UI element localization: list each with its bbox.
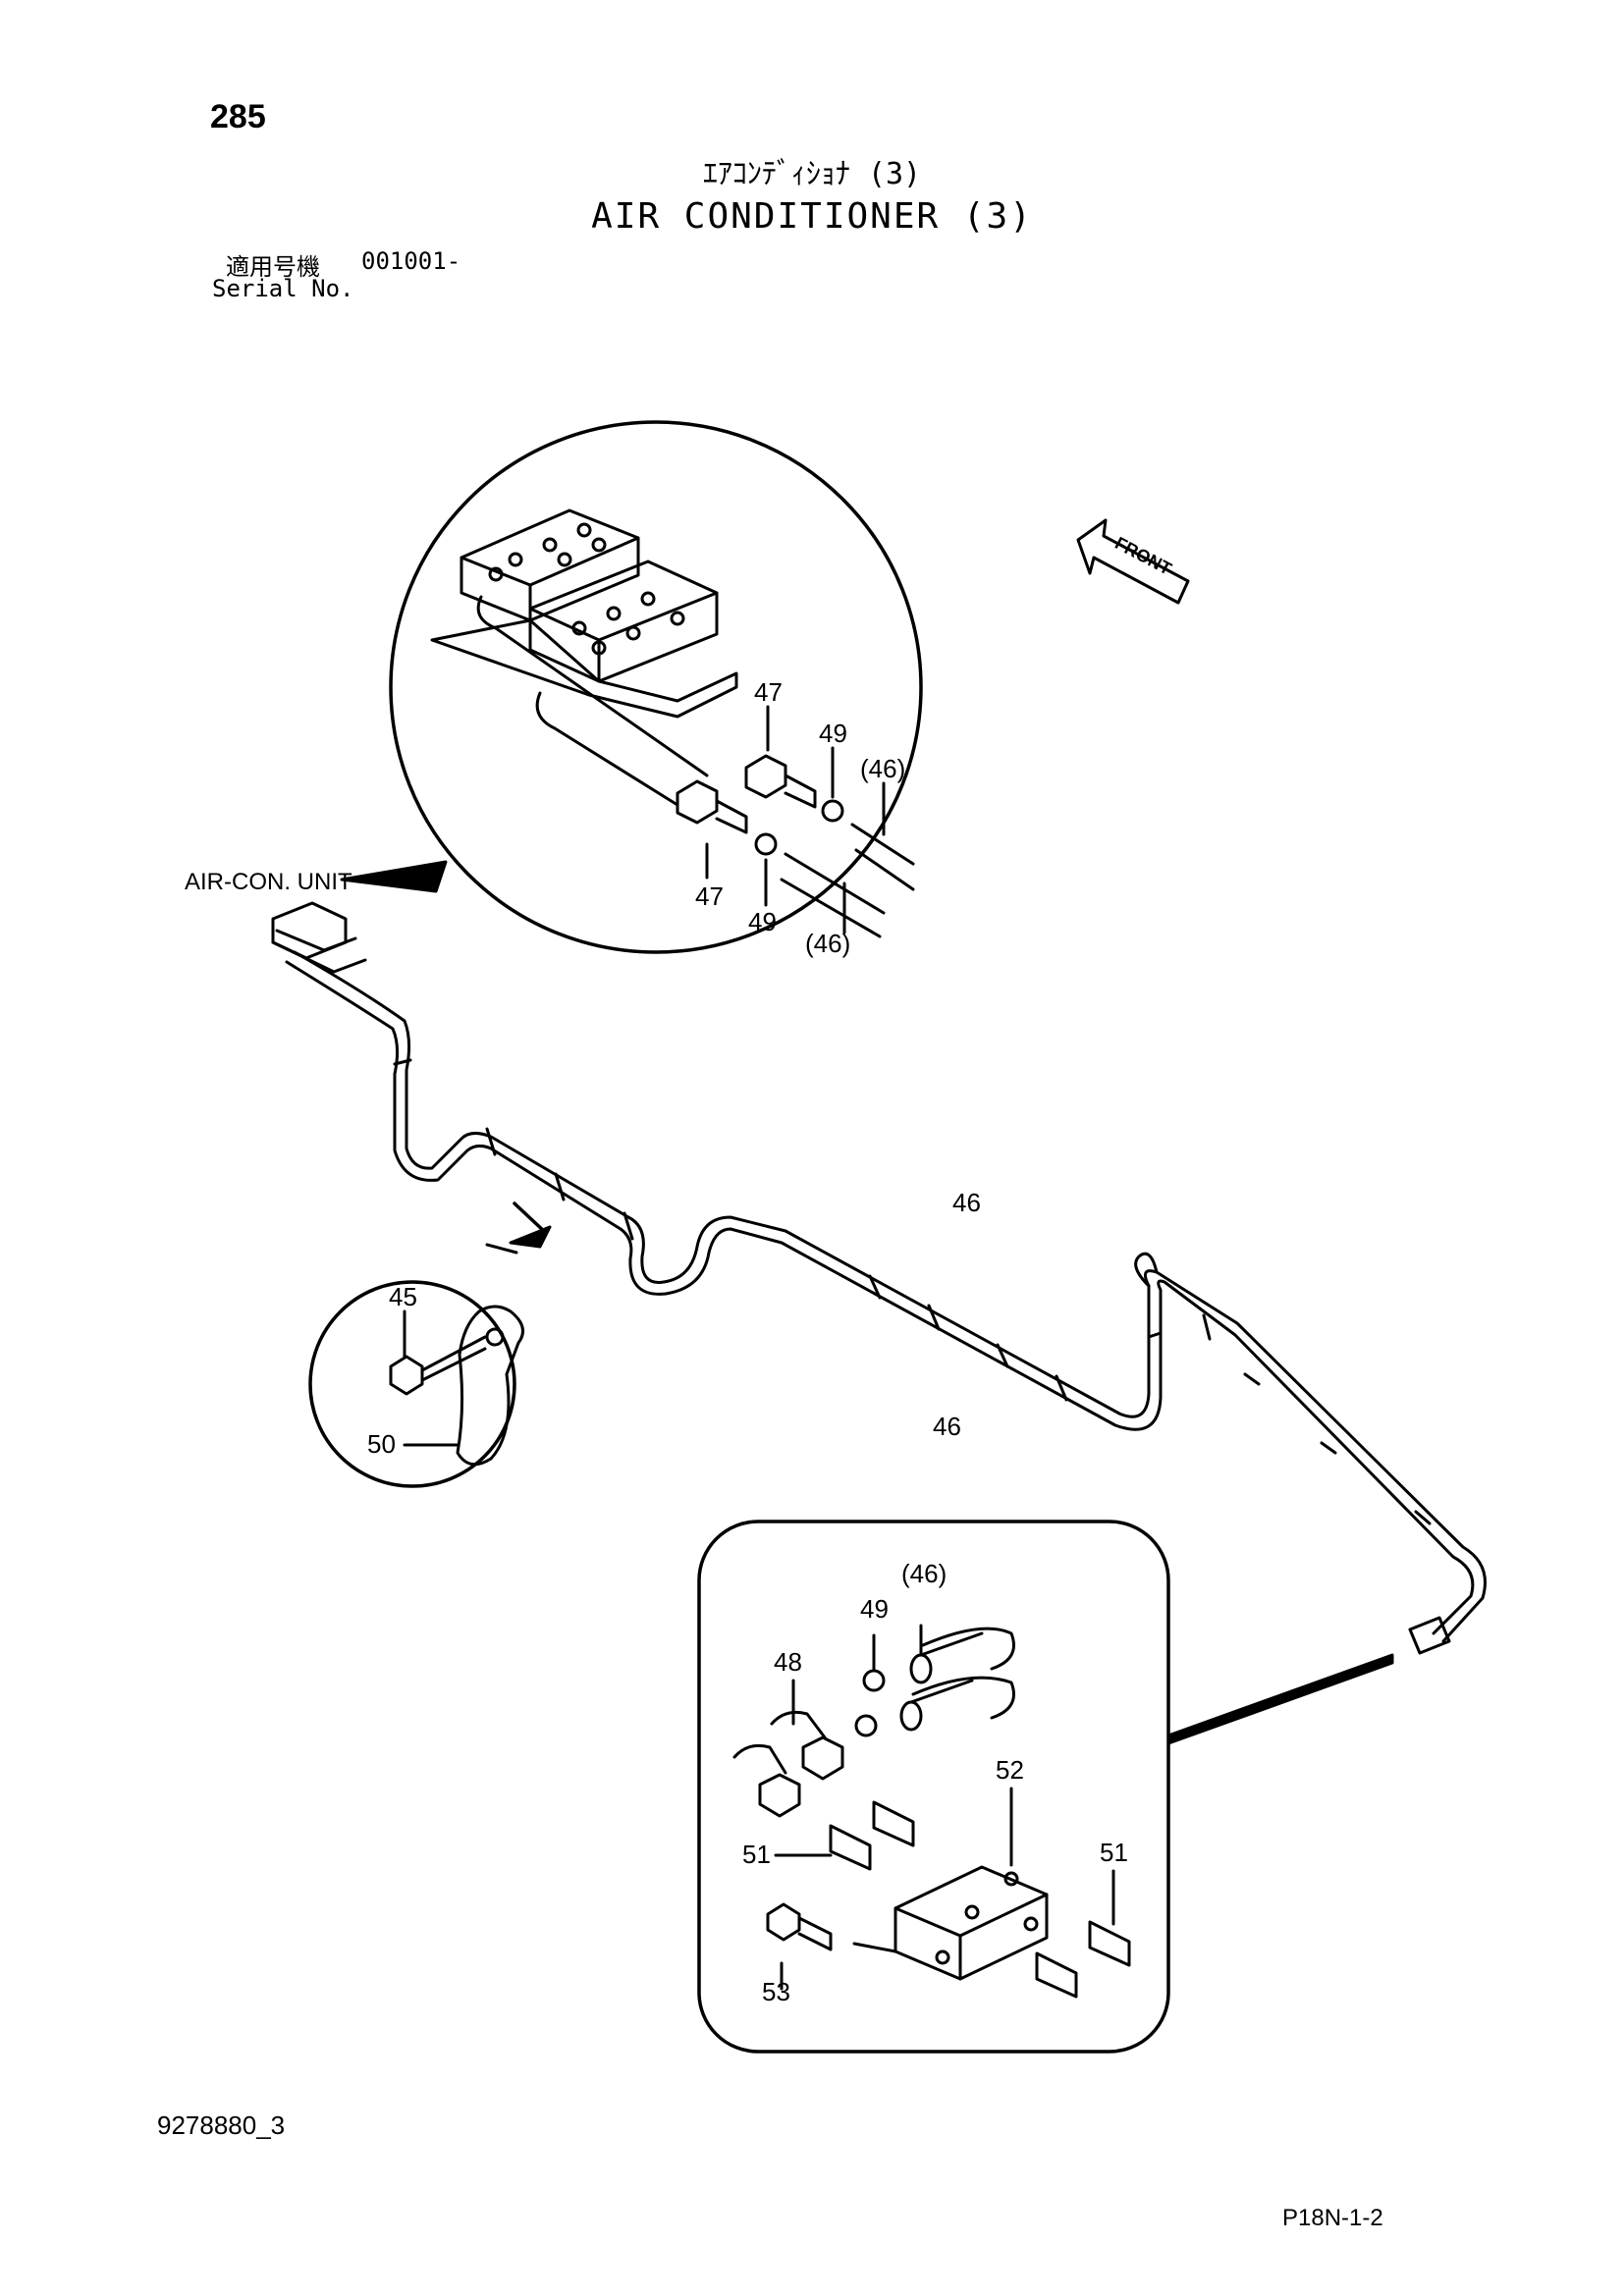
callout-46-ref-box: (46) bbox=[901, 1559, 947, 1588]
callout-52: 52 bbox=[996, 1755, 1024, 1785]
front-arrow-icon bbox=[1076, 518, 1190, 605]
callout-45: 45 bbox=[389, 1282, 417, 1311]
serial-label-japanese: 適用号機 bbox=[226, 253, 320, 281]
callout-49-box: 49 bbox=[860, 1594, 889, 1624]
callout-46-ref-lower: (46) bbox=[805, 929, 850, 958]
sheet-code: P18N-1-2 bbox=[1282, 2205, 1383, 2231]
detail-circle-clamp bbox=[308, 1243, 524, 1488]
detail-circle-unit-connection bbox=[340, 420, 923, 954]
callout-49-upper: 49 bbox=[819, 719, 847, 748]
callout-49-lower: 49 bbox=[748, 907, 777, 936]
callout-46-upper: 46 bbox=[952, 1188, 981, 1217]
callout-46-lower: 46 bbox=[933, 1412, 961, 1441]
detail-box-junction bbox=[697, 1520, 1394, 2054]
page-title-japanese: ｴｱｺﾝﾃﾞｨｼｮﾅ (3) bbox=[702, 157, 922, 191]
callout-51-right: 51 bbox=[1100, 1838, 1128, 1867]
serial-number-value: 001001- bbox=[361, 247, 461, 275]
page-number: 285 bbox=[210, 98, 266, 135]
callout-51-left: 51 bbox=[742, 1840, 771, 1869]
callout-47-upper: 47 bbox=[754, 677, 783, 707]
callout-50: 50 bbox=[367, 1429, 396, 1459]
callout-48: 48 bbox=[774, 1647, 802, 1677]
callout-53: 53 bbox=[762, 1977, 790, 2006]
air-con-unit-label: AIR-CON. UNIT bbox=[185, 869, 352, 895]
serial-label: Serial No. bbox=[212, 275, 354, 302]
callout-46-ref-upper: (46) bbox=[860, 754, 905, 783]
pipe-run-main bbox=[285, 950, 1487, 1655]
page-title: AIR CONDITIONER (3) bbox=[591, 196, 1033, 237]
callout-47-lower: 47 bbox=[695, 881, 724, 911]
document-code: 9278880_3 bbox=[157, 2110, 286, 2140]
